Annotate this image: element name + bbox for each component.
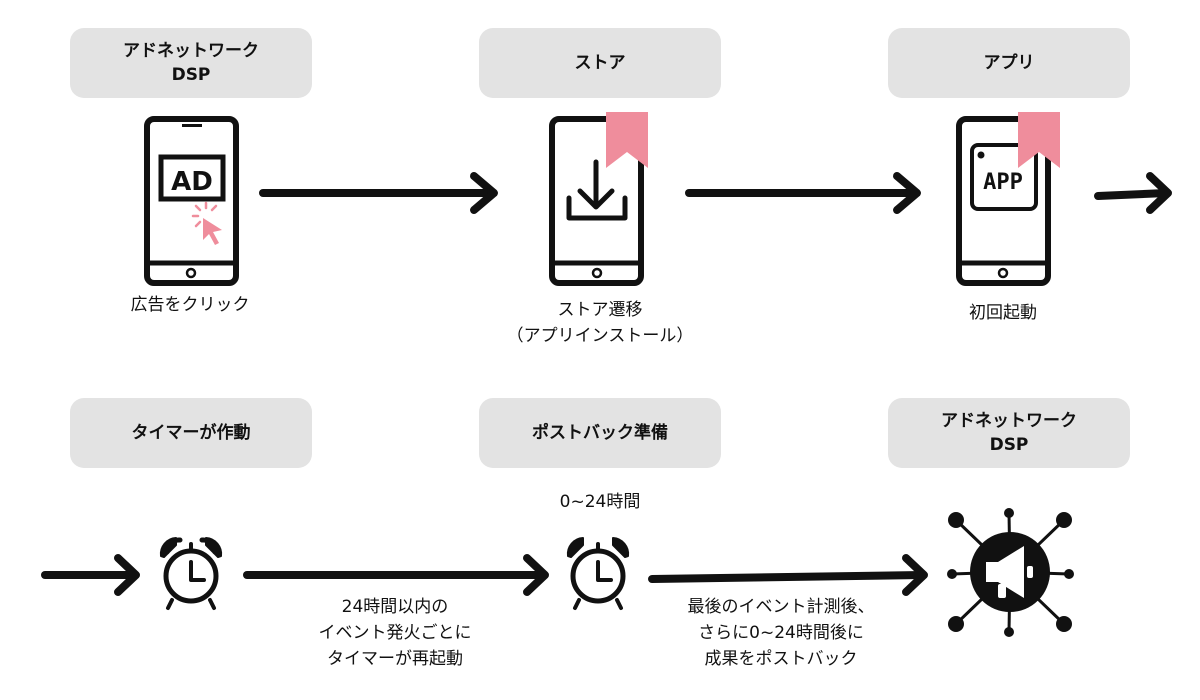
app-screen-text: APP	[983, 170, 1023, 195]
step-ad-network-title: アドネットワーク DSP	[70, 28, 312, 98]
arrow-ad-to-store	[259, 172, 498, 214]
arrow-postback-to-network	[648, 554, 928, 596]
step-store-title: ストア	[479, 28, 721, 98]
step-ad-network-caption: 広告をクリック	[130, 295, 250, 315]
arrow-app-continue	[1094, 172, 1172, 214]
arrow-label-postback: 最後のイベント計測後、 さらに0~24時間後に 成果をポストバック	[687, 597, 875, 669]
ad-screen-text: AD	[171, 167, 213, 197]
alarm-clock-icon-timer	[159, 537, 223, 610]
step-ad-network-final-title: アドネットワーク DSP	[888, 398, 1130, 468]
arrow-timer-to-postback	[243, 554, 549, 596]
step-postback-caption: 0~24時間	[559, 492, 641, 512]
app-phone-icon: APP	[956, 112, 1060, 286]
step-app-caption: 初回起動	[969, 303, 1037, 323]
megaphone-network-icon	[947, 508, 1074, 637]
store-download-phone-icon	[549, 112, 648, 286]
arrow-label-timer-restart: 24時間以内の イベント発火ごとに タイマーが再起動	[318, 597, 472, 669]
alarm-clock-icon-postback	[566, 537, 630, 610]
step-store-caption: ストア遷移 （アプリインストール）	[506, 300, 694, 346]
arrow-enter-timer	[41, 554, 140, 596]
arrow-store-to-app	[685, 172, 921, 214]
step-timer-title: タイマーが作動	[70, 398, 312, 468]
ad-phone-icon: AD	[144, 116, 239, 286]
step-postback-title: ポストバック準備	[479, 398, 721, 468]
step-app-title: アプリ	[888, 28, 1130, 98]
